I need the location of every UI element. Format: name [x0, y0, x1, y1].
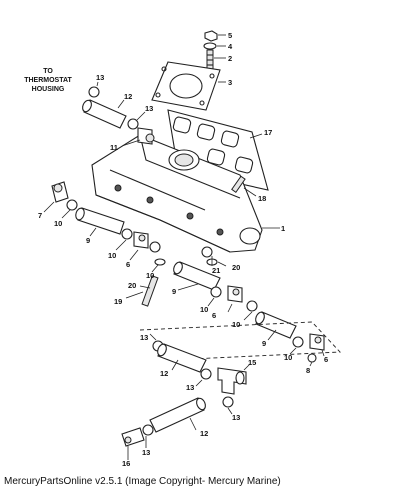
- callout-10-f: 10: [284, 353, 292, 362]
- callout-13-lower-b: 13: [186, 383, 194, 392]
- callout-3: 3: [228, 78, 232, 87]
- clamp-10-a: [66, 199, 78, 211]
- callout-10-d: 10: [200, 305, 208, 314]
- callout-10-b: 10: [108, 251, 116, 260]
- clamp-13-upper-b: [127, 118, 139, 130]
- nut-5: [204, 30, 218, 42]
- stud-nut-washer-assembly: [203, 30, 226, 73]
- callout-labels: 5 4 2 3 13 12 13 17 11 18 7 10 1 9 10 6 …: [38, 31, 328, 468]
- callout-10-c: 10: [146, 271, 154, 280]
- clamp-13-lower-d: [142, 424, 154, 436]
- callout-9-c: 9: [262, 339, 266, 348]
- callout-19: 19: [114, 297, 122, 306]
- callout-6-c: 6: [324, 355, 328, 364]
- callout-13-upper-a: 13: [96, 73, 104, 82]
- right-end-assembly: [289, 333, 325, 367]
- bolt-18: [231, 175, 257, 197]
- callout-4: 4: [228, 42, 233, 51]
- exhaust-manifold-1: [91, 134, 280, 253]
- middle-hose-assembly: [173, 261, 297, 341]
- callout-10-a: 10: [54, 219, 62, 228]
- callout-6-b: 6: [212, 311, 216, 320]
- callout-5: 5: [228, 31, 232, 40]
- callout-6-a: 6: [126, 260, 130, 269]
- callout-13-lower-a: 13: [140, 333, 148, 342]
- callout-20-a: 20: [128, 281, 136, 290]
- callout-11: 11: [110, 143, 118, 152]
- bolt-19: [141, 275, 159, 307]
- lower-hose-assembly: [121, 333, 251, 460]
- callout-12-lower: 12: [200, 429, 208, 438]
- note-line-1: TO: [43, 68, 53, 75]
- square-gasket-3: [151, 61, 226, 111]
- thermostat-note: TO THERMOSTAT HOUSING: [24, 68, 72, 93]
- hose-12-lower: [149, 397, 205, 433]
- clamp-13-lower-c: [222, 396, 234, 408]
- callout-13-lower-c: 13: [232, 413, 240, 422]
- callout-21: 21: [212, 266, 220, 275]
- callout-13-upper-b: 13: [145, 104, 153, 113]
- washer-20-a: [154, 258, 166, 266]
- callout-8: 8: [306, 366, 310, 375]
- callout-20-b: 20: [232, 263, 240, 272]
- callout-15: 15: [248, 358, 256, 367]
- callout-9-a: 9: [86, 236, 90, 245]
- clamp-10-d: [210, 286, 222, 298]
- exhaust-manifold-diagram: TO THERMOSTAT HOUSING 5 4 2 3 13 12 13 1…: [24, 30, 341, 468]
- callout-2: 2: [228, 54, 232, 63]
- note-line-2: THERMOSTAT: [24, 77, 72, 84]
- washer-4: [203, 42, 217, 50]
- dashed-assembly-outline: [139, 321, 341, 361]
- callout-12-middle: 12: [160, 369, 168, 378]
- callout-1: 1: [281, 224, 285, 233]
- clamp-13-lower-b: [200, 368, 212, 380]
- callout-16: 16: [122, 459, 130, 468]
- plug-8: [307, 353, 317, 363]
- callout-18: 18: [258, 194, 266, 203]
- callout-12-upper: 12: [124, 92, 132, 101]
- callout-13-lower-d: 13: [142, 448, 150, 457]
- clamp-10-f: [292, 336, 304, 348]
- left-hose-assembly: [43, 181, 166, 273]
- clamp-10-b: [121, 228, 133, 240]
- callout-7: 7: [38, 211, 42, 220]
- callout-17: 17: [264, 128, 272, 137]
- copyright-footer: MercuryPartsOnline v2.5.1 (Image Copyrig…: [4, 476, 281, 487]
- clamp-13-upper-a: [88, 86, 100, 98]
- plug-21: [201, 246, 213, 258]
- clamp-10-e: [246, 300, 258, 312]
- hose-9-a: [77, 207, 125, 235]
- fitting-16: [121, 427, 145, 447]
- callout-10-e: 10: [232, 320, 240, 329]
- bolt-19-assembly: [125, 246, 227, 307]
- upper-hose-assembly: [82, 81, 155, 147]
- note-line-3: HOUSING: [32, 86, 65, 93]
- callout-9-b: 9: [172, 287, 176, 296]
- clamp-10-c: [149, 241, 161, 253]
